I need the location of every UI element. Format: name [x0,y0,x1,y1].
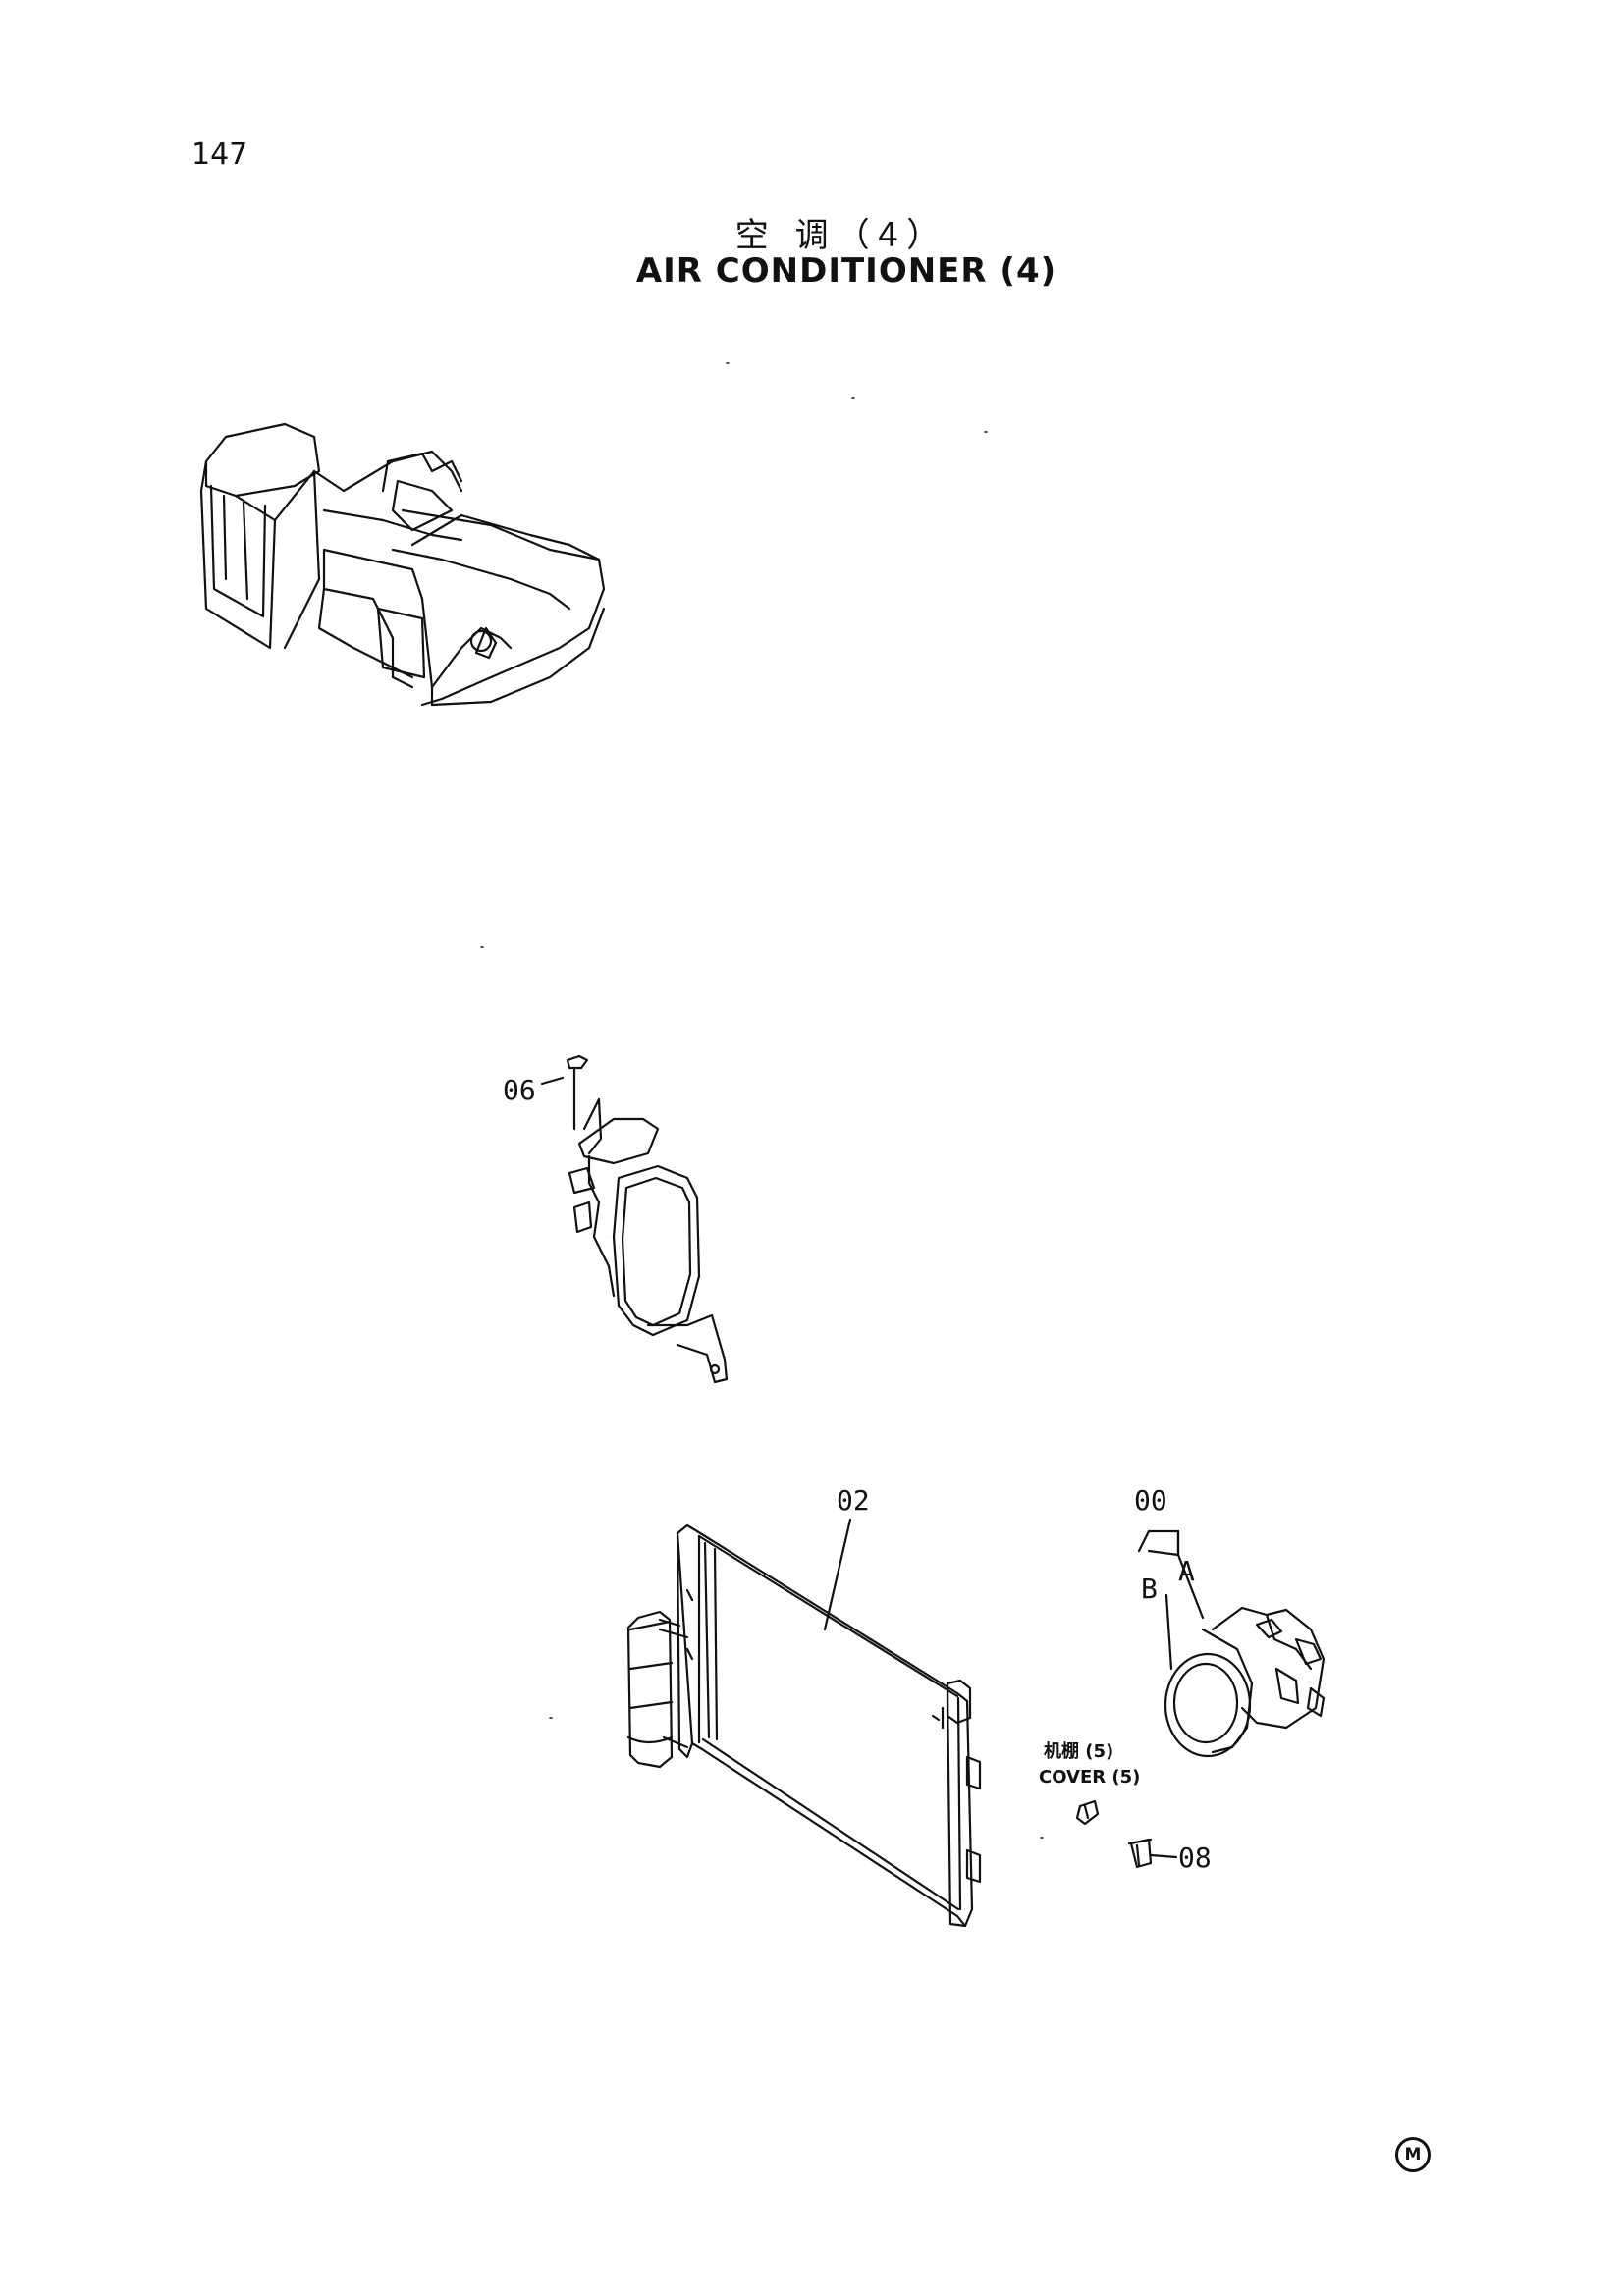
scan-specks [480,362,1044,1839]
cover-label-english: COVER (5) [1039,1767,1140,1788]
callout-08: 08 [1178,1842,1212,1874]
cover-icon [1075,1799,1100,1826]
page-number: 147 [191,137,248,172]
leader-line-06 [540,1076,565,1086]
part-00-compressor [1137,1529,1326,1758]
part-06-blower-unit [566,1054,729,1384]
manufacturer-mark: M [1395,2137,1431,2172]
callout-02: 02 [837,1484,870,1517]
part-08-clip [1127,1838,1153,1869]
leader-line-08 [1149,1853,1178,1859]
title-chinese: 空 调（4） [734,216,948,255]
callout-00: 00 [1134,1484,1167,1517]
machine-overview-illustration [199,422,606,707]
callout-B: B [1141,1573,1158,1605]
cover-label-chinese: 机棚 (5) [1044,1740,1113,1762]
title-english: AIR CONDITIONER (4) [635,251,1057,291]
leader-line-02 [823,1518,852,1631]
callout-A: A [1178,1555,1195,1587]
callout-06: 06 [503,1074,536,1106]
part-02-condenser [626,1523,982,1928]
